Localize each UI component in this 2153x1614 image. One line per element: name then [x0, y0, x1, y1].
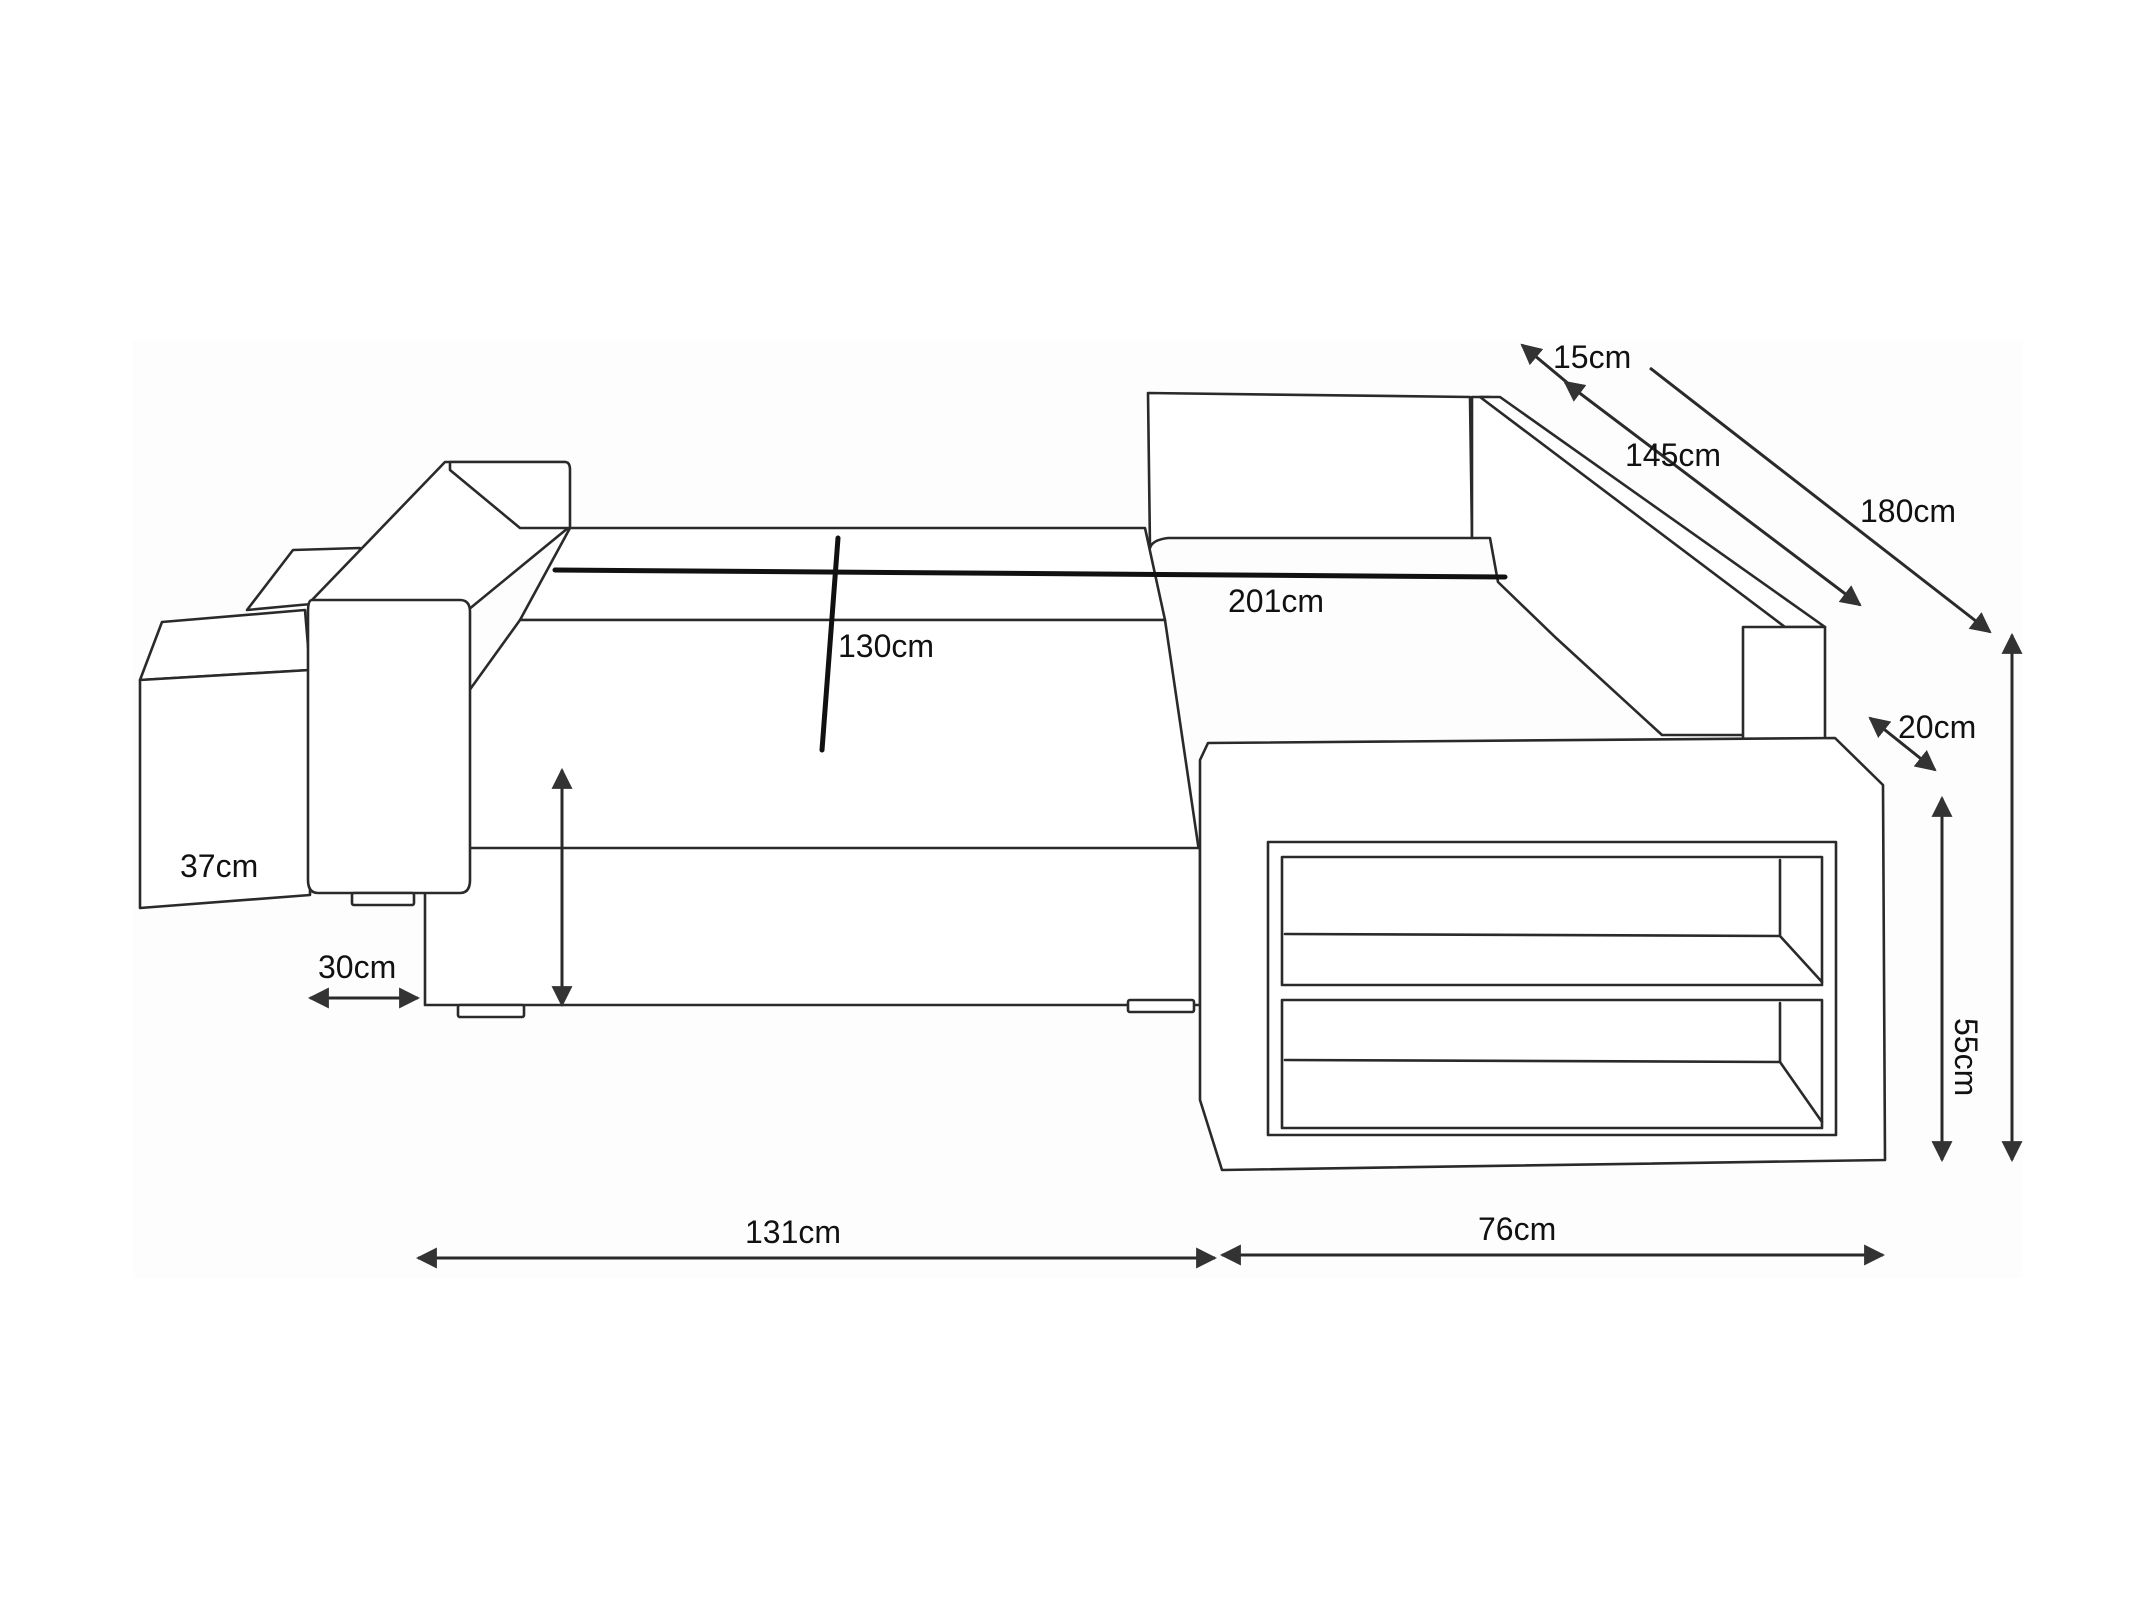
arrow-15cm	[1520, 343, 1571, 387]
label-15cm: 15cm	[1553, 339, 1631, 375]
dimension-arrows	[307, 343, 2023, 1269]
dimension-labels: 15cm 145cm 180cm 201cm 130cm 20cm 55cm 3…	[180, 339, 1984, 1250]
left-armrest	[306, 460, 572, 907]
label-37cm: 37cm	[180, 848, 258, 884]
bed-width-line	[819, 535, 841, 753]
arrow-180cm	[1649, 366, 1992, 634]
label-145cm: 145cm	[1625, 437, 1721, 473]
label-180cm: 180cm	[1860, 493, 1956, 529]
bed-length-line	[552, 567, 1508, 580]
label-131cm: 131cm	[745, 1214, 841, 1250]
arrow-145cm	[1563, 380, 1862, 607]
arrow-20cm	[1868, 716, 1937, 772]
label-130cm: 130cm	[838, 628, 934, 664]
sofa-seat	[418, 526, 1202, 1019]
label-20cm: 20cm	[1898, 709, 1976, 745]
label-201cm: 201cm	[1228, 583, 1324, 619]
left-extension	[138, 546, 362, 910]
label-76cm: 76cm	[1478, 1211, 1556, 1247]
label-55cm: 55cm	[1948, 1018, 1984, 1096]
label-30cm: 30cm	[318, 949, 396, 985]
chaise-storage-unit	[1198, 736, 1887, 1172]
